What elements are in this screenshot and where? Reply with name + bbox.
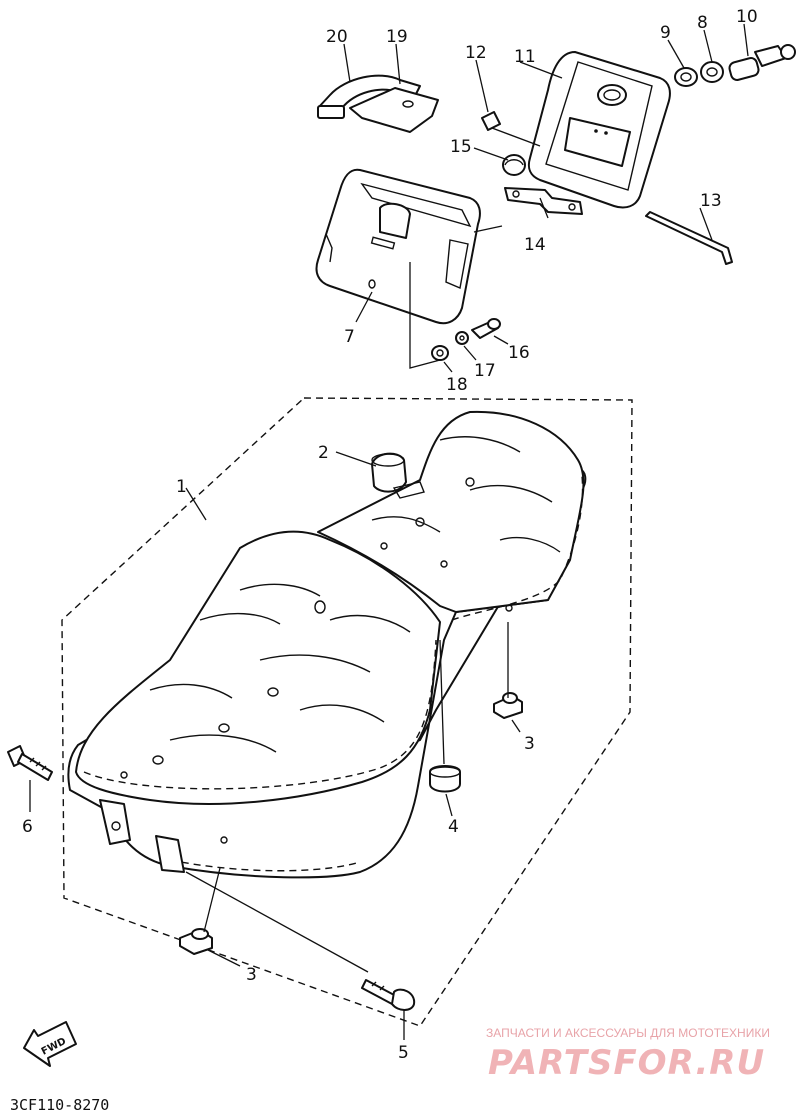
part-14-bracket[interactable]	[504, 187, 583, 215]
part-6-bolt[interactable]	[7, 745, 53, 781]
callout-5: 5	[398, 1043, 409, 1063]
callout-1: 1	[176, 477, 187, 497]
callout-3-lower: 3	[246, 965, 257, 985]
part-11-tail-box[interactable]	[527, 51, 671, 209]
callout-14: 14	[524, 235, 546, 255]
callout-11: 11	[514, 47, 536, 67]
callout-19: 19	[386, 27, 408, 47]
part-10-key-lock[interactable]	[728, 44, 796, 81]
part-3-stopper-upper[interactable]	[493, 692, 523, 719]
callout-15: 15	[450, 137, 472, 157]
part-1-seat[interactable]	[67, 410, 587, 879]
part-12-cushion[interactable]	[481, 111, 501, 131]
callout-13: 13	[700, 191, 722, 211]
watermark: ЗАПЧАСТИ И АКСЕССУАРЫ ДЛЯ МОТОТЕХНИКИ PA…	[486, 1026, 770, 1083]
callout-2: 2	[318, 443, 329, 463]
fwd-arrow-icon: FWD	[23, 1021, 77, 1067]
callout-7: 7	[344, 327, 355, 347]
part-15-cap-nut[interactable]	[502, 154, 526, 176]
part-5-bolt[interactable]	[361, 979, 416, 1011]
callout-12: 12	[465, 43, 487, 63]
part-9-washer[interactable]	[674, 67, 698, 87]
callout-20: 20	[326, 27, 348, 47]
callout-6: 6	[22, 817, 33, 837]
seat-leader-lines	[29, 451, 521, 1040]
callout-9: 9	[660, 23, 671, 43]
part-2-grommet[interactable]	[371, 452, 425, 499]
callout-18: 18	[446, 375, 468, 395]
part-19-pad[interactable]	[349, 87, 439, 133]
part-4-damper[interactable]	[429, 765, 461, 793]
part-7-backrest-cover[interactable]	[315, 168, 481, 325]
part-8-nut[interactable]	[700, 61, 724, 83]
part-16-bolt[interactable]	[471, 318, 501, 339]
watermark-tagline: ЗАПЧАСТИ И АКСЕССУАРЫ ДЛЯ МОТОТЕХНИКИ	[486, 1026, 770, 1040]
part-13-rod[interactable]	[645, 211, 733, 265]
diagram-code: 3CF110-8270	[10, 1096, 109, 1114]
assembly-boundary	[61, 397, 633, 1027]
part-17-washer[interactable]	[455, 331, 469, 345]
callout-numbers: 20 19 12 11 9 8 10 15 13 14 7 16 17 18 1…	[22, 7, 758, 1063]
top-leader-lines	[343, 23, 749, 373]
callout-8: 8	[697, 13, 708, 33]
part-18-collar[interactable]	[431, 345, 449, 361]
watermark-logo: PARTSFOR.RU	[488, 1043, 765, 1083]
callout-3-upper: 3	[524, 734, 535, 754]
callout-16: 16	[508, 343, 530, 363]
part-3-stopper-lower[interactable]	[179, 928, 213, 955]
callout-17: 17	[474, 361, 496, 381]
callout-4: 4	[448, 817, 459, 837]
callout-10: 10	[736, 7, 758, 27]
